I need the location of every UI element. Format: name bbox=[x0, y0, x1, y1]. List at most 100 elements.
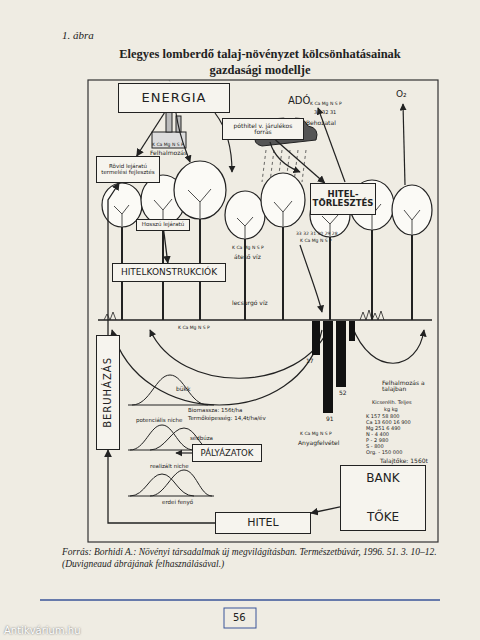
node-text: HITEL bbox=[247, 517, 278, 529]
annotation-label: K Ca Mg N S P bbox=[232, 246, 264, 251]
annotation-label: Termőképesség: 14,4t/ha/év bbox=[188, 416, 266, 422]
annotation-label: Talajtőke: 1560t bbox=[380, 458, 428, 464]
annotation-label: 56 bbox=[233, 613, 246, 623]
flow-connector bbox=[276, 140, 325, 183]
annotation-label: lecsurgó víz bbox=[232, 300, 268, 306]
process-box: ENERGIA bbox=[118, 83, 230, 113]
ellipse-shape bbox=[174, 161, 226, 219]
node-text: BERUHÁZÁS bbox=[103, 357, 114, 428]
line-shape bbox=[411, 234, 413, 320]
path-shape bbox=[188, 189, 211, 218]
path-shape bbox=[300, 245, 322, 312]
annotation-label: Behozatal bbox=[306, 120, 336, 126]
rect-shape bbox=[323, 321, 333, 413]
ground-line bbox=[98, 319, 432, 321]
rect-shape bbox=[312, 321, 320, 355]
line-shape bbox=[262, 150, 266, 182]
process-box: póthitel v. járulékos forrás bbox=[222, 118, 304, 140]
footer-rule bbox=[40, 599, 440, 601]
path-shape bbox=[237, 217, 253, 238]
process-box: HITEL bbox=[215, 512, 311, 534]
line-shape bbox=[302, 150, 306, 182]
annotation-label: K Ca Mg N S P bbox=[300, 239, 332, 244]
node-text: BANK bbox=[366, 472, 399, 485]
annotation-label: K 157 58 800 bbox=[366, 414, 400, 419]
niche-curves bbox=[128, 375, 214, 496]
path-shape bbox=[114, 205, 129, 226]
figure-title: Elegyes lomberdő talaj-növényzet kölcsön… bbox=[92, 46, 428, 79]
process-box: HITELKONSTRUKCIÓK bbox=[112, 263, 226, 282]
process-box: PÁLYÁZATOK bbox=[192, 444, 262, 462]
line-shape bbox=[403, 104, 405, 185]
node-text: HITEL- TÖRLESZTÉS bbox=[313, 190, 374, 208]
diagram-frame bbox=[88, 80, 438, 542]
path-shape bbox=[130, 474, 194, 496]
annotation-label: Mg 251 6 490 bbox=[366, 426, 401, 431]
node-text: ENERGIA bbox=[142, 91, 207, 105]
line-shape bbox=[244, 238, 246, 320]
line-shape bbox=[282, 226, 284, 320]
line-shape bbox=[128, 405, 214, 406]
figure-number: 1. ábra bbox=[62, 30, 94, 41]
path-shape bbox=[270, 142, 300, 172]
annotation-label: erdei fenyő bbox=[162, 500, 193, 506]
annotation-label: kg kg bbox=[384, 407, 398, 412]
annotation-label: 52 bbox=[339, 390, 347, 396]
path-shape bbox=[112, 330, 322, 405]
process-box: Hosszú lejáratú bbox=[136, 219, 190, 231]
flow-connector bbox=[108, 183, 119, 335]
annotation-label: 17 bbox=[306, 358, 314, 364]
annotation-label: Ca 13 600 16 900 bbox=[366, 420, 411, 425]
flow-connector bbox=[311, 507, 340, 513]
process-box: BERUHÁZÁS bbox=[96, 335, 120, 450]
path-shape bbox=[352, 326, 424, 363]
path-shape bbox=[132, 375, 208, 405]
annotation-label: 33 32 31 bbox=[314, 110, 336, 115]
path-shape bbox=[130, 425, 194, 450]
annotation-label: ADÓ bbox=[288, 96, 310, 106]
process-box: HITEL- TÖRLESZTÉS bbox=[310, 183, 376, 215]
path-shape bbox=[404, 210, 420, 234]
path-shape bbox=[150, 326, 330, 378]
annotation-label: realizált niche bbox=[150, 464, 189, 470]
ellipse-shape bbox=[261, 173, 305, 227]
process-box: Rövid lejáratú termelési fejlesztés bbox=[96, 156, 160, 183]
annotation-label: Felhalmozás bbox=[150, 150, 187, 156]
annotation-label: P - 2 980 bbox=[366, 438, 388, 443]
figure-caption: Forrás: Borhidi A.: Növényi társadalmak … bbox=[62, 546, 442, 571]
node-text: póthitel v. járulékos forrás bbox=[225, 123, 301, 136]
annotation-label: bükk bbox=[176, 386, 191, 392]
flow-connector bbox=[164, 231, 168, 263]
page-number-box bbox=[224, 608, 256, 628]
watermark: Antikvárium.hu bbox=[4, 626, 81, 636]
annotation-label: K Ca Mg N S P bbox=[178, 326, 210, 331]
node-text: PÁLYÁZATOK bbox=[201, 449, 254, 458]
annotation-label: 33 32 31 30 29 28 bbox=[296, 232, 338, 237]
node-text: HITELKONSTRUKCIÓK bbox=[121, 268, 217, 277]
ellipse-shape bbox=[392, 185, 432, 235]
line-shape bbox=[176, 452, 192, 453]
rect-shape bbox=[336, 321, 346, 387]
annotation-label: N - 4 400 bbox=[366, 432, 389, 437]
herb-layer bbox=[104, 310, 384, 320]
node-text: TŐKE bbox=[367, 511, 399, 524]
annotation-label: áteső víz bbox=[234, 254, 261, 260]
annotation-label: Felhalmozás a talajban bbox=[382, 380, 430, 392]
line-shape bbox=[128, 496, 214, 497]
annotation-label: 91 bbox=[326, 416, 334, 422]
line-shape bbox=[329, 236, 331, 320]
soil-bars bbox=[312, 321, 355, 413]
annotation-label: K Ca Mg N S P bbox=[310, 102, 342, 107]
annotation-label: S - 800 bbox=[366, 444, 384, 449]
node-text: Rövid lejáratú termelési fejlesztés bbox=[99, 164, 157, 176]
annotation-label: potenciális niche bbox=[136, 418, 182, 424]
annotation-label: Biomassza: 156t/ha bbox=[188, 408, 242, 414]
annotation-label: Org. - 150 000 bbox=[366, 450, 402, 455]
annotation-label: K Ca Mg N S P bbox=[152, 143, 184, 148]
line-shape bbox=[371, 229, 373, 320]
path-shape bbox=[274, 201, 292, 226]
path-shape bbox=[150, 470, 212, 496]
node-text: Hosszú lejáratú bbox=[142, 222, 184, 228]
annotation-label: sédbúza bbox=[190, 436, 213, 442]
annotation-label: Kicserélh. Teljes bbox=[372, 400, 412, 405]
